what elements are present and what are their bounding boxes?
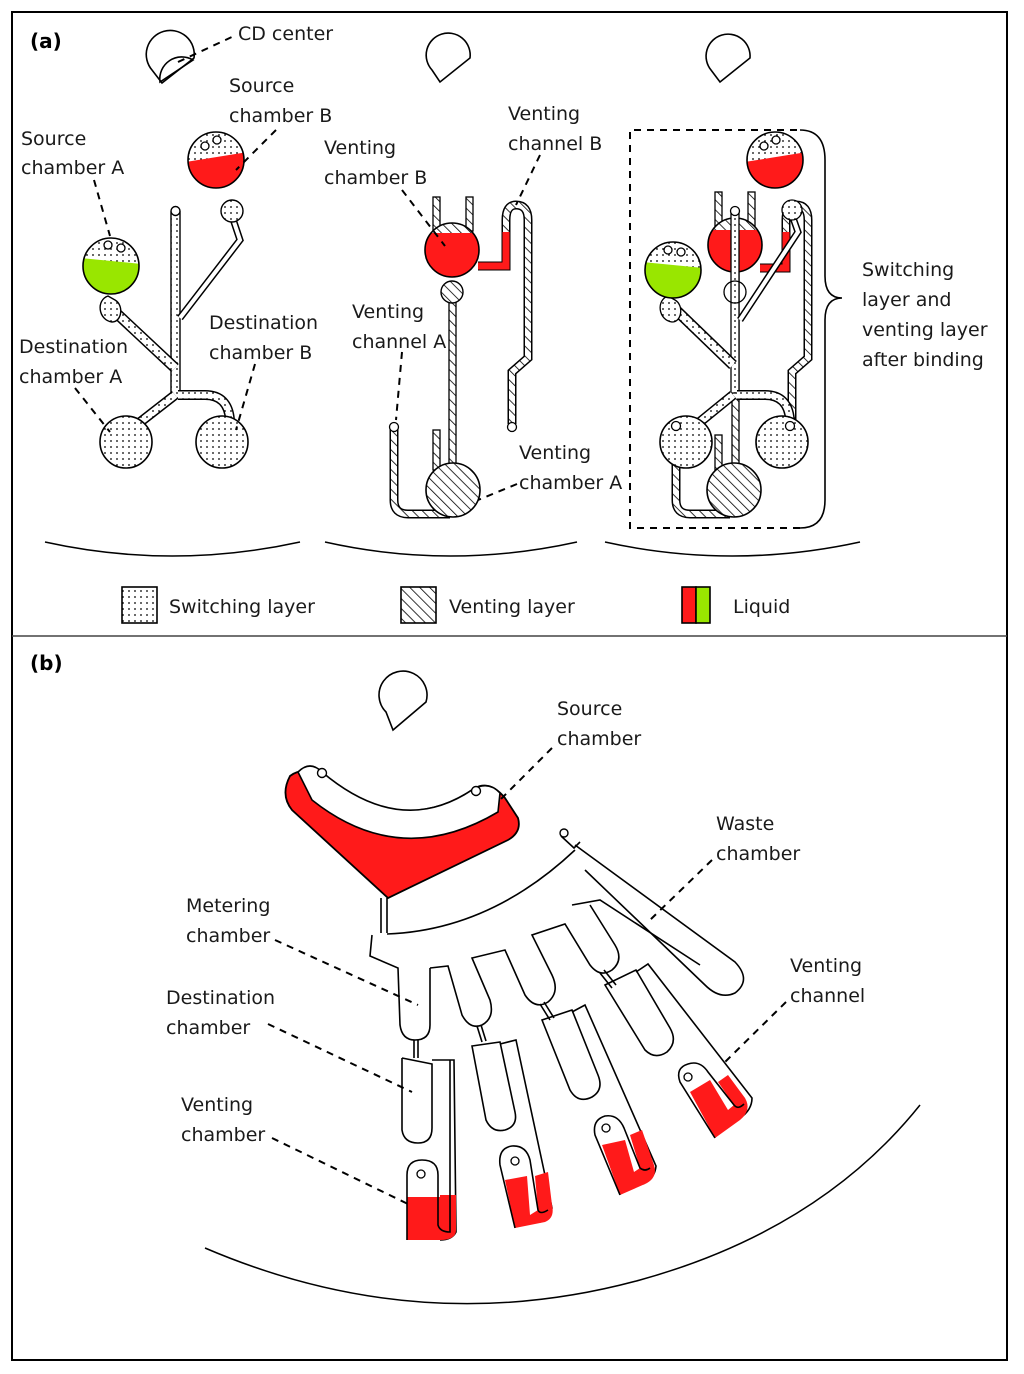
cd-center-icon-2 bbox=[425, 32, 471, 84]
label-source-1: Source bbox=[557, 698, 622, 720]
leader-vent-channel-a bbox=[395, 351, 403, 421]
leader-destination bbox=[267, 1023, 413, 1093]
panel-a: (a) CD center bbox=[19, 23, 988, 624]
legend-swatch-liquid-green bbox=[695, 586, 711, 624]
venting-layer-diagram bbox=[388, 196, 533, 519]
label-metering-1: Metering bbox=[186, 895, 270, 917]
destination-chamber-3 bbox=[540, 1009, 601, 1101]
destination-chamber-4 bbox=[603, 968, 675, 1057]
label-source-b-1: Source bbox=[229, 75, 294, 97]
brace bbox=[799, 129, 843, 529]
venting-chamber-4 bbox=[677, 1062, 748, 1139]
label-vent-channel-b-2: channel B bbox=[508, 133, 602, 155]
label-venting-chamber-1: Venting bbox=[181, 1094, 253, 1116]
combined-diagram bbox=[629, 129, 843, 529]
panel-b-label: (b) bbox=[30, 651, 63, 675]
label-waste-2: chamber bbox=[716, 843, 800, 865]
label-vent-channel-b-1: Venting bbox=[508, 103, 580, 125]
legend-label-liquid: Liquid bbox=[733, 596, 790, 618]
metering-chambers bbox=[429, 904, 620, 1028]
label-venting-channel-1: Venting bbox=[790, 955, 862, 977]
label-venting-chamber-2: chamber bbox=[181, 1124, 265, 1146]
label-venting-channel-2: channel bbox=[790, 985, 865, 1007]
leader-waste bbox=[649, 859, 713, 921]
cd-center-icon-b bbox=[378, 670, 428, 732]
label-dest-a-1: Destination bbox=[19, 336, 128, 358]
venting-chamber-b bbox=[424, 222, 480, 278]
leader-venting-channel bbox=[724, 1001, 787, 1063]
label-source-b-2: chamber B bbox=[229, 105, 332, 127]
destination-chamber-b bbox=[195, 415, 249, 469]
label-source-a-2: chamber A bbox=[21, 157, 124, 179]
label-combined-3: venting layer bbox=[862, 319, 988, 341]
label-vent-chamber-b-2: chamber B bbox=[324, 167, 427, 189]
cd-rim-arc-2 bbox=[324, 541, 578, 557]
distribution-arc bbox=[386, 849, 576, 935]
legend-swatch-liquid-red bbox=[681, 586, 697, 624]
leader-cd-center bbox=[177, 35, 235, 63]
legend: Switching layer Venting layer Liquid bbox=[121, 586, 790, 624]
leader-source-b bbox=[235, 129, 277, 171]
panel-a-label: (a) bbox=[30, 29, 62, 53]
venting-chamber-2 bbox=[498, 1145, 553, 1229]
label-dest-a-2: chamber A bbox=[19, 366, 122, 388]
label-source-2: chamber bbox=[557, 728, 641, 750]
destination-chamber-2 bbox=[471, 1041, 517, 1132]
panel-b: (b) Source chamber Waste chamber bbox=[30, 651, 921, 1305]
label-destination-2: chamber bbox=[166, 1017, 250, 1039]
label-metering-2: chamber bbox=[186, 925, 270, 947]
figure-frame bbox=[11, 11, 1008, 1361]
source-chamber bbox=[284, 765, 520, 900]
waste-chamber bbox=[574, 844, 745, 996]
label-dest-b-2: chamber B bbox=[209, 342, 312, 364]
label-combined-4: after binding bbox=[862, 349, 984, 371]
metering-chamber-1 bbox=[369, 934, 431, 1041]
cd-center-icon-3 bbox=[705, 33, 751, 84]
label-destination-1: Destination bbox=[166, 987, 275, 1009]
legend-label-switching: Switching layer bbox=[169, 596, 315, 618]
label-combined-1: Switching bbox=[862, 259, 954, 281]
destination-chamber-a bbox=[99, 415, 153, 469]
switching-layer-diagram bbox=[82, 131, 249, 469]
label-vent-chamber-a-1: Venting bbox=[519, 442, 591, 464]
label-cd-center: CD center bbox=[238, 23, 333, 45]
label-vent-channel-a-2: channel A bbox=[352, 331, 446, 353]
leader-venting-chamber bbox=[271, 1137, 411, 1206]
destination-chamber-1 bbox=[401, 1057, 433, 1144]
cd-rim-arc-1 bbox=[44, 541, 301, 557]
legend-swatch-venting bbox=[400, 586, 437, 624]
leader-source bbox=[499, 747, 553, 801]
leader-vent-chamber-a bbox=[477, 483, 518, 501]
venting-chamber-3 bbox=[593, 1114, 655, 1196]
leader-vent-chamber-b bbox=[401, 189, 446, 247]
label-dest-b-1: Destination bbox=[209, 312, 318, 334]
label-waste-1: Waste bbox=[716, 813, 774, 835]
label-source-a-1: Source bbox=[21, 128, 86, 150]
venting-chamber-a bbox=[425, 462, 481, 518]
leader-metering bbox=[274, 939, 419, 1006]
label-vent-chamber-a-2: chamber A bbox=[519, 472, 622, 494]
source-chamber-a bbox=[82, 237, 140, 295]
liquid-red bbox=[425, 233, 479, 277]
label-vent-chamber-b-1: Venting bbox=[324, 137, 396, 159]
cd-rim-arc-3 bbox=[604, 541, 861, 557]
venting-chamber-1 bbox=[406, 1060, 456, 1240]
legend-swatch-switching bbox=[121, 586, 158, 624]
legend-label-venting: Venting layer bbox=[449, 596, 575, 618]
leader-dest-a bbox=[74, 387, 111, 433]
source-chamber-b bbox=[187, 131, 245, 189]
leader-vent-channel-b bbox=[515, 154, 541, 206]
leader-source-a bbox=[93, 179, 111, 237]
cd-center-icon bbox=[158, 56, 195, 84]
cd-center-icon-1 bbox=[145, 29, 196, 85]
label-combined-2: layer and bbox=[862, 289, 951, 311]
leader-dest-b bbox=[235, 363, 256, 431]
cd-rim-arc-b bbox=[204, 1104, 921, 1305]
label-vent-channel-a-1: Venting bbox=[352, 301, 424, 323]
